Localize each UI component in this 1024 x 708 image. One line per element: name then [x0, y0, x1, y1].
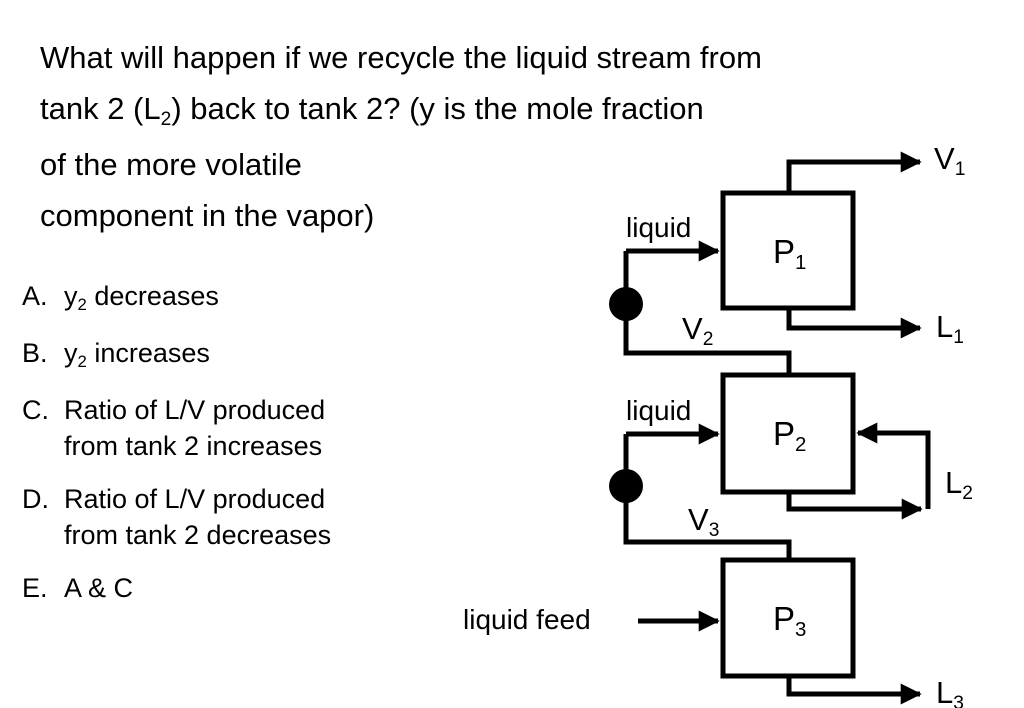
option-c-line-2: from tank 2 increases	[64, 431, 323, 461]
stream-l2-recycle-line	[856, 422, 931, 509]
stream-liquid-1-label: liquid	[626, 212, 692, 243]
option-a-letter: A.	[22, 281, 48, 311]
question-line-2: tank 2 (L2) back to tank 2? (y is the mo…	[40, 91, 704, 130]
stream-l3-label: L3	[936, 675, 964, 708]
stream-l1-line	[786, 308, 922, 339]
option-e-line-1: A & C	[64, 573, 134, 603]
option-a-text: y2 decreases	[64, 281, 219, 315]
stream-v3-label: V3	[688, 502, 720, 541]
option-b-letter: B.	[22, 338, 48, 368]
stream-v3-line	[623, 434, 792, 560]
option-d-text: Ratio of L/V produced from tank 2 decrea…	[64, 481, 492, 553]
stream-l2-label: L2	[945, 465, 973, 504]
question-line-3: of the more volatile	[40, 147, 302, 182]
option-d-letter: D.	[22, 484, 49, 514]
stream-l2-outlet-line	[786, 492, 923, 520]
split-node-2-dot	[609, 469, 643, 503]
option-b[interactable]: B. y2 increases	[22, 335, 492, 375]
question-text: What will happen if we recycle the liqui…	[40, 32, 970, 241]
option-d[interactable]: D. Ratio of L/V produced from tank 2 dec…	[22, 481, 492, 553]
option-d-line-2: from tank 2 decreases	[64, 520, 332, 550]
split-node-1-dot	[609, 287, 643, 321]
stream-v2-label: V2	[682, 311, 714, 350]
question-line-4: component in the vapor)	[40, 198, 375, 233]
tank-p1-label: P1	[773, 233, 807, 275]
stream-liquid-feed-label: liquid feed	[463, 604, 591, 635]
stream-liquid-2-label: liquid	[626, 395, 692, 426]
stream-v1-label: V1	[934, 141, 966, 180]
option-c[interactable]: C. Ratio of L/V produced from tank 2 inc…	[22, 392, 492, 464]
option-b-text: y2 increases	[64, 338, 210, 372]
option-c-text: Ratio of L/V produced from tank 2 increa…	[64, 392, 492, 464]
option-c-letter: C.	[22, 395, 49, 425]
option-e-text: A & C	[64, 570, 492, 606]
tank-p3-label: P3	[773, 600, 807, 642]
question-subscript-2: 2	[160, 108, 172, 130]
question-line-1: What will happen if we recycle the liqui…	[40, 40, 762, 75]
option-e-letter: E.	[22, 573, 48, 603]
stream-l1-label: L1	[936, 309, 964, 348]
stream-l3-line	[786, 676, 922, 705]
option-e[interactable]: E. A & C	[22, 570, 492, 606]
option-a[interactable]: A. y2 decreases	[22, 278, 492, 318]
option-c-line-1: Ratio of L/V produced	[64, 395, 326, 425]
tank-p2-label: P2	[773, 415, 807, 457]
answer-options-list: A. y2 decreases B. y2 increases C. Ratio…	[22, 278, 492, 623]
option-d-line-1: Ratio of L/V produced	[64, 484, 326, 514]
